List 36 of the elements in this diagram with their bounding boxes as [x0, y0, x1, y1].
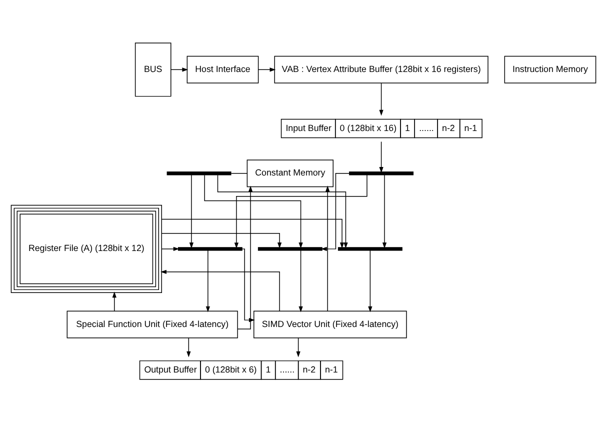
- connector: [230, 173, 248, 174]
- arrow: [161, 233, 282, 248]
- node-box: SIMD Vector Unit (Fixed 4-latency): [254, 310, 407, 338]
- arrow: [186, 338, 191, 358]
- node-box: Instruction Memory: [504, 56, 596, 84]
- arrow: [368, 250, 372, 312]
- arrow: [379, 82, 384, 116]
- node-box: Special Function Unit (Fixed 4-latency): [66, 310, 238, 338]
- arrow: [161, 218, 344, 248]
- arrow: [204, 174, 303, 248]
- arrow: [170, 68, 188, 72]
- arrow: [326, 186, 330, 312]
- arrow: [320, 173, 350, 252]
- arrow: [237, 186, 253, 330]
- node-bar: [338, 247, 402, 251]
- arrow: [382, 174, 387, 248]
- node-bar: [178, 247, 242, 251]
- arrow: [217, 174, 348, 248]
- arrow: [296, 338, 300, 358]
- node-bar: [166, 172, 232, 176]
- arrow: [234, 174, 368, 249]
- node-bar: [258, 247, 322, 251]
- arrow: [160, 270, 280, 312]
- node-box: Constant Memory: [246, 160, 334, 188]
- node-box: Register File (A) (128bit x 12): [10, 204, 162, 294]
- arrow: [258, 68, 276, 72]
- node-bar: [349, 172, 414, 176]
- arrow: [298, 250, 303, 312]
- node-box: BUS: [134, 42, 172, 97]
- arrow: [189, 174, 194, 248]
- arrow: [206, 250, 210, 312]
- arrow: [162, 246, 180, 252]
- node-box: VAB : Vertex Attribute Buffer (128bit x 16 registers): [274, 56, 488, 84]
- node-box: Host Interface: [186, 56, 259, 84]
- arrow: [379, 141, 384, 173]
- arrow: [112, 292, 116, 312]
